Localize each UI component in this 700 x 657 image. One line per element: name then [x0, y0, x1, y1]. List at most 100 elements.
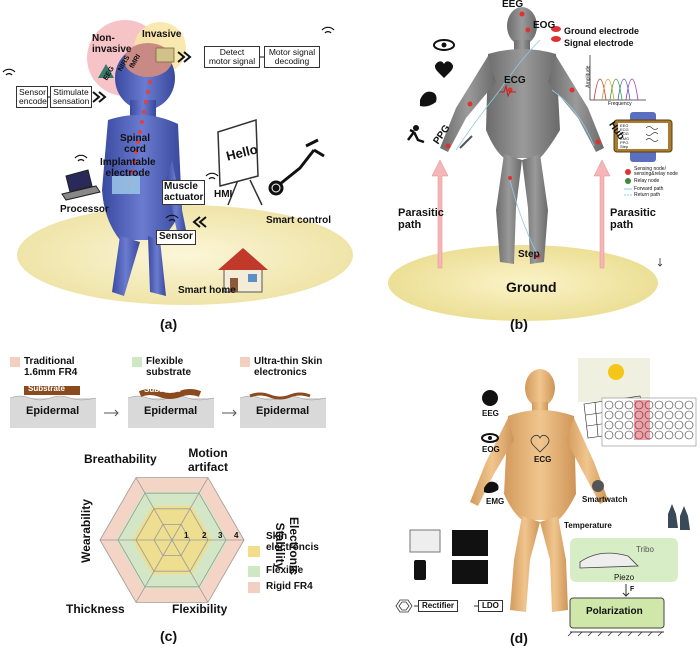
label-eog-b: EOG [533, 20, 556, 31]
watch-row: PPG [620, 139, 629, 145]
axis-breathability: Breathability [84, 452, 157, 466]
legend-rigid-fr4: Rigid FR4 [266, 581, 313, 592]
radar-spoke [135, 477, 173, 541]
radar-spoke [171, 539, 209, 603]
stage-1 [9, 386, 97, 428]
sensing-nodes [445, 11, 601, 259]
label-ldo: LDO [478, 600, 503, 613]
smart-home-icon [218, 248, 268, 293]
stage-arrows [104, 409, 237, 417]
array-cell [654, 400, 664, 410]
smart-home-floor [17, 205, 353, 305]
watch-row: EEG [620, 123, 629, 128]
array-cell [614, 420, 624, 430]
stage-2 [127, 389, 215, 428]
stage-2-title: Flexible substrate [146, 356, 192, 378]
head-icon-d [482, 390, 498, 406]
motor-signal-decoding-box: Motor signal decoding [264, 46, 320, 68]
legend-sensing-node: Sensing node/ sensing&relay node [634, 166, 678, 178]
label-invasive: Invasive [142, 29, 182, 40]
chevron-left-icon [192, 216, 207, 228]
caption-b: (b) [510, 316, 528, 332]
panel-c [9, 357, 327, 603]
array-cell [604, 400, 614, 410]
label-hmi: HMI [214, 189, 233, 200]
legend-swatch-skin [248, 546, 260, 557]
panel-b [388, 7, 673, 321]
axis-flexibility: Flexibility [172, 602, 228, 616]
watch-row: ECG [620, 127, 629, 133]
array-cell [684, 410, 694, 420]
axis-wearability: Wearability [78, 499, 93, 563]
epidermal-label-3: Epidermal [256, 405, 310, 417]
array-cell [644, 410, 654, 420]
stage-1-title: Traditional 1.6mm FR4 [24, 356, 78, 378]
label-signal-electrode: Signal electrode [564, 38, 634, 48]
substrate-label-3: Substrate [260, 384, 297, 393]
stimulate-sensation-box: Stimulate sensation [50, 86, 92, 108]
coil-icon [395, 599, 413, 613]
array-cell [664, 430, 674, 440]
chevron-right-icon-2 [92, 91, 107, 103]
label-force: F [630, 586, 635, 593]
array-cell [634, 400, 644, 410]
spinal-cord-dots [128, 80, 152, 184]
ecg-heart-outline [530, 434, 550, 453]
ground-plane [388, 245, 658, 321]
radar-tick-2: 2 [202, 531, 207, 540]
label-ground-electrode: Ground electrode [564, 26, 640, 36]
array-cell [674, 430, 684, 440]
array-cell [684, 420, 694, 430]
watch-row: Step [620, 144, 629, 150]
array-cell [634, 430, 644, 440]
array-cell [624, 400, 634, 410]
label-eeg-d: EEG [482, 409, 499, 418]
array-cell [664, 420, 674, 430]
array-cell [674, 410, 684, 420]
spectrum-plot [589, 55, 646, 101]
watch-row: EMG [620, 135, 630, 141]
label-spinal-cord: Spinal cord [120, 133, 151, 155]
radar-tick-4: 4 [234, 531, 239, 540]
legend-forward-path: Forward path [634, 186, 664, 192]
array-cell [654, 420, 664, 430]
detect-motor-signal-box: Detect motor signal [204, 46, 260, 68]
label-muscle-actuator: Muscle actuator [162, 180, 206, 205]
label-eog-d: EOG [482, 445, 500, 454]
wifi-icons [2, 26, 335, 222]
radar-spoke [135, 539, 173, 603]
array-cell [624, 430, 634, 440]
legend-swatch-rigid [248, 582, 260, 593]
runner-icon [407, 125, 425, 144]
sun-icon [608, 364, 624, 380]
chevron-right-icon [177, 51, 192, 63]
legend-flexible: Flexible [266, 565, 304, 576]
array-cell [644, 400, 654, 410]
label-sensor: Sensor [156, 230, 196, 245]
label-parasitic-right: Parasitic path [610, 207, 656, 231]
muscle-icon [420, 91, 437, 107]
legend-relay-node: Relay node [634, 178, 660, 184]
array-cell [624, 420, 634, 430]
label-step: Step [518, 249, 540, 260]
array-cell [664, 400, 674, 410]
human-figure-grey [440, 7, 604, 264]
eye-icon [433, 39, 455, 51]
array-cell [674, 400, 684, 410]
radar-spoke [171, 477, 209, 541]
array-cell [674, 420, 684, 430]
label-smart-control: Smart control [266, 215, 332, 226]
epidermal-label-1: Epidermal [26, 405, 80, 417]
array-cell [684, 400, 694, 410]
panel-a [2, 20, 353, 305]
label-ecg-d: ECG [534, 455, 552, 464]
eeg-cap [98, 64, 114, 78]
eye-icon-d [481, 433, 499, 443]
label-polarization: Polarization [586, 606, 643, 617]
array-cell [654, 410, 664, 420]
radar-tick-3: 3 [218, 531, 223, 540]
electrode-icons [551, 26, 561, 42]
watch-screen-rows: EEG ECG EOG EMG PPG Step [620, 123, 630, 150]
substrate-label-2: Substrate [144, 385, 181, 394]
parasitic-arrows [431, 159, 611, 269]
